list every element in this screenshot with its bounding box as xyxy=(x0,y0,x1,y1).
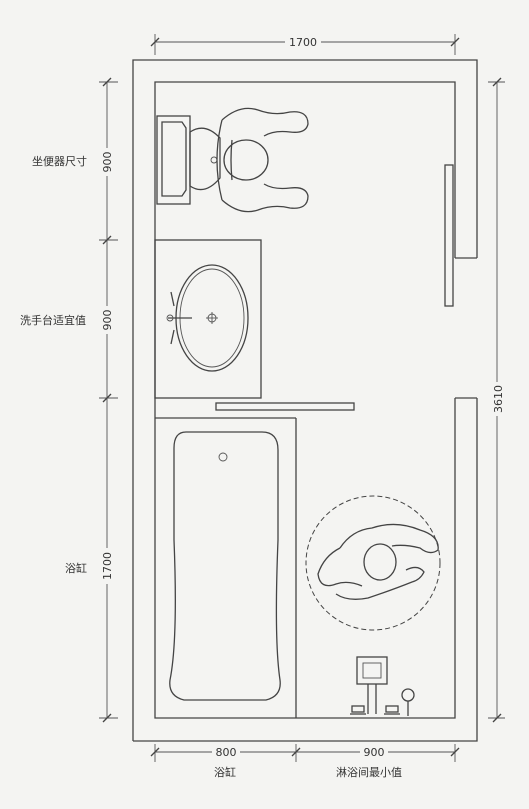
shower-fixtures xyxy=(350,656,415,716)
top-dimension: 1700 xyxy=(150,34,460,55)
dim-left-toilet: 900 xyxy=(101,152,114,173)
shower-person xyxy=(305,495,441,631)
label-tub-bottom: 浴缸 xyxy=(214,765,236,779)
walls xyxy=(132,59,478,742)
right-dimension: 3610 xyxy=(488,77,506,723)
left-dimension-chain: 900 900 1700 xyxy=(99,77,118,723)
dim-bottom-shower: 900 xyxy=(364,746,385,759)
label-toilet-size: 坐便器尺寸 xyxy=(32,154,87,168)
glass-shelf xyxy=(215,402,355,411)
dim-bottom-tub: 800 xyxy=(216,746,237,759)
toilet xyxy=(156,115,221,205)
person-on-toilet xyxy=(216,107,309,213)
bottom-dimension-chain: 800 900 xyxy=(150,744,460,762)
dim-left-sink: 900 xyxy=(101,310,114,331)
bathtub xyxy=(169,418,297,718)
dim-left-tub: 1700 xyxy=(101,552,114,580)
dim-top-width: 1700 xyxy=(289,36,317,49)
door-leaf xyxy=(444,164,454,307)
label-shower-min: 淋浴间最小值 xyxy=(336,766,402,779)
dim-right-height: 3610 xyxy=(492,385,505,413)
label-tub-left: 浴缸 xyxy=(65,561,87,575)
label-sink-value: 洗手台适宜值 xyxy=(20,313,86,327)
sink-counter xyxy=(154,239,262,399)
